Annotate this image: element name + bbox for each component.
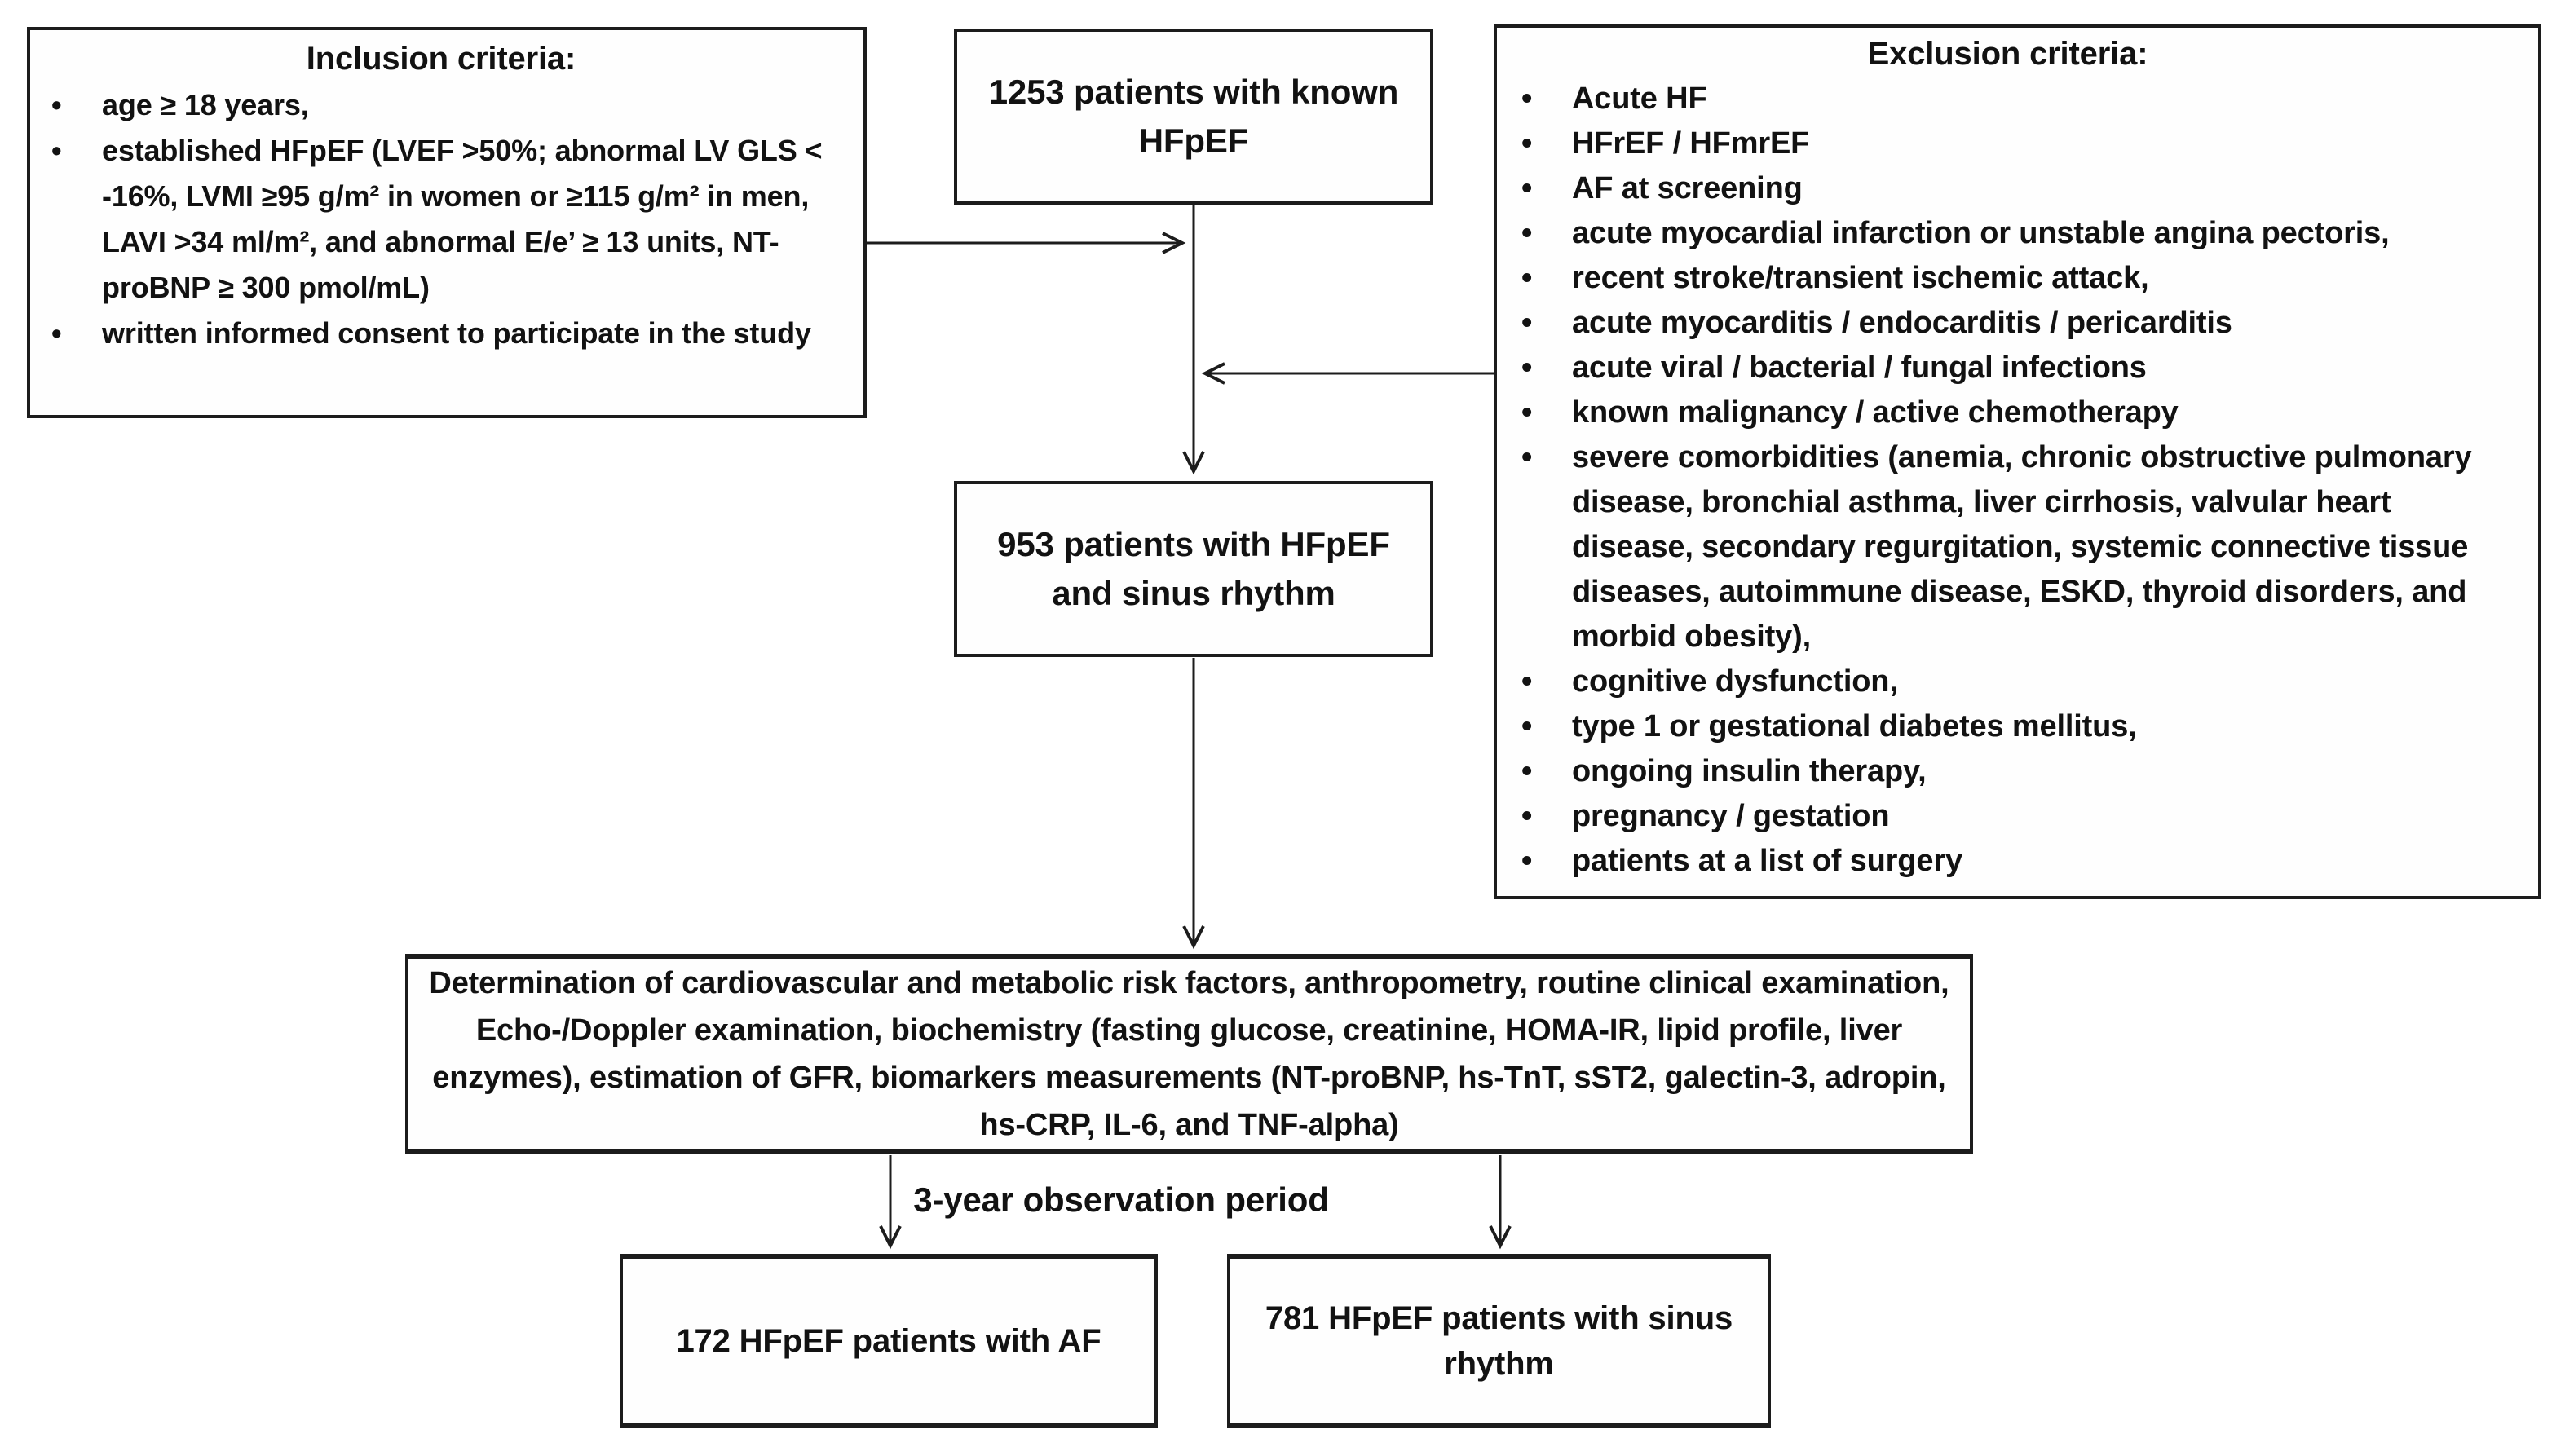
list-item: • recent stroke/transient ischemic attac…: [1497, 256, 2519, 301]
exclusion-item-text: known malignancy / active chemotherapy: [1572, 395, 2179, 430]
list-item: • pregnancy / gestation: [1497, 794, 2519, 839]
workup-box: Determination of cardiovascular and meta…: [405, 954, 1973, 1154]
screened-box-text: 1253 patients with known HFpEF: [988, 73, 1399, 160]
exclusion-item-text: ongoing insulin therapy,: [1572, 754, 1927, 788]
bullet-marker: •: [1521, 754, 1533, 788]
exclusion-criteria-title: Exclusion criteria:: [1867, 36, 2148, 72]
inclusion-criteria-list: • age ≥ 18 years, • established HFpEF (L…: [30, 82, 852, 356]
outcome-af-box-text: 172 HFpEF patients with AF: [676, 1323, 1101, 1359]
bullet-marker: •: [1521, 126, 1533, 161]
bullet-marker: •: [51, 134, 62, 167]
list-item: • severe comorbidities (anemia, chronic …: [1497, 435, 2519, 660]
sinus-rhythm-box-text: 953 patients with HFpEF and sinus rhythm: [997, 525, 1390, 612]
list-item: • acute viral / bacterial / fungal infec…: [1497, 346, 2519, 390]
exclusion-item-text: Acute HF: [1572, 82, 1707, 116]
bullet-marker: •: [1521, 82, 1533, 116]
bullet-marker: •: [51, 88, 62, 121]
list-item: • established HFpEF (LVEF >50%; abnormal…: [30, 128, 852, 311]
list-item: • age ≥ 18 years,: [30, 82, 852, 128]
exclusion-item-text: severe comorbidities (anemia, chronic ob…: [1572, 440, 2472, 654]
list-item: • Acute HF: [1497, 77, 2519, 121]
exclusion-item-text: recent stroke/transient ischemic attack,: [1572, 261, 2149, 295]
bullet-marker: •: [1521, 799, 1533, 833]
list-item: • written informed consent to participat…: [30, 311, 852, 356]
observation-period-label: 3-year observation period: [913, 1180, 1329, 1219]
bullet-marker: •: [1521, 216, 1533, 250]
list-item: • ongoing insulin therapy,: [1497, 749, 2519, 794]
workup-box-text: Determination of cardiovascular and meta…: [429, 965, 1949, 1142]
bullet-marker: •: [1521, 844, 1533, 878]
bullet-marker: •: [1521, 351, 1533, 385]
list-item: • patients at a list of surgery: [1497, 839, 2519, 884]
outcome-sinus-box: 781 HFpEF patients with sinus rhythm: [1227, 1254, 1771, 1428]
inclusion-criteria-title: Inclusion criteria:: [306, 41, 576, 77]
list-item: • acute myocarditis / endocarditis / per…: [1497, 301, 2519, 346]
list-item: • known malignancy / active chemotherapy: [1497, 390, 2519, 435]
list-item: • cognitive dysfunction,: [1497, 660, 2519, 704]
exclusion-item-text: acute myocarditis / endocarditis / peric…: [1572, 306, 2232, 340]
exclusion-criteria-list: • Acute HF • HFrEF / HFmrEF • AF at scre…: [1497, 77, 2519, 884]
exclusion-item-text: type 1 or gestational diabetes mellitus,: [1572, 709, 2137, 743]
exclusion-item-text: patients at a list of surgery: [1572, 844, 1962, 878]
screened-box: 1253 patients with known HFpEF: [954, 29, 1433, 205]
exclusion-item-text: acute viral / bacterial / fungal infecti…: [1572, 351, 2147, 385]
bullet-marker: •: [1521, 171, 1533, 205]
exclusion-item-text: AF at screening: [1572, 171, 1803, 205]
exclusion-item-text: HFrEF / HFmrEF: [1572, 126, 1810, 161]
exclusion-item-text: cognitive dysfunction,: [1572, 664, 1898, 699]
exclusion-item-text: acute myocardial infarction or unstable …: [1572, 216, 2390, 250]
list-item: • acute myocardial infarction or unstabl…: [1497, 211, 2519, 256]
exclusion-criteria-box: Exclusion criteria: • Acute HF • HFrEF /…: [1494, 24, 2541, 899]
sinus-rhythm-box: 953 patients with HFpEF and sinus rhythm: [954, 481, 1433, 657]
outcome-af-box: 172 HFpEF patients with AF: [620, 1254, 1158, 1428]
bullet-marker: •: [1521, 395, 1533, 430]
inclusion-criteria-box: Inclusion criteria: • age ≥ 18 years, • …: [27, 27, 867, 418]
list-item: • type 1 or gestational diabetes mellitu…: [1497, 704, 2519, 749]
bullet-marker: •: [1521, 440, 1533, 474]
bullet-marker: •: [51, 316, 62, 350]
inclusion-item-text: established HFpEF (LVEF >50%; abnormal L…: [102, 134, 823, 304]
outcome-sinus-box-text: 781 HFpEF patients with sinus rhythm: [1265, 1300, 1733, 1382]
bullet-marker: •: [1521, 664, 1533, 699]
list-item: • AF at screening: [1497, 166, 2519, 211]
inclusion-item-text: age ≥ 18 years,: [102, 88, 309, 121]
list-item: • HFrEF / HFmrEF: [1497, 121, 2519, 166]
bullet-marker: •: [1521, 306, 1533, 340]
inclusion-item-text: written informed consent to participate …: [102, 316, 811, 350]
exclusion-item-text: pregnancy / gestation: [1572, 799, 1890, 833]
bullet-marker: •: [1521, 261, 1533, 295]
bullet-marker: •: [1521, 709, 1533, 743]
